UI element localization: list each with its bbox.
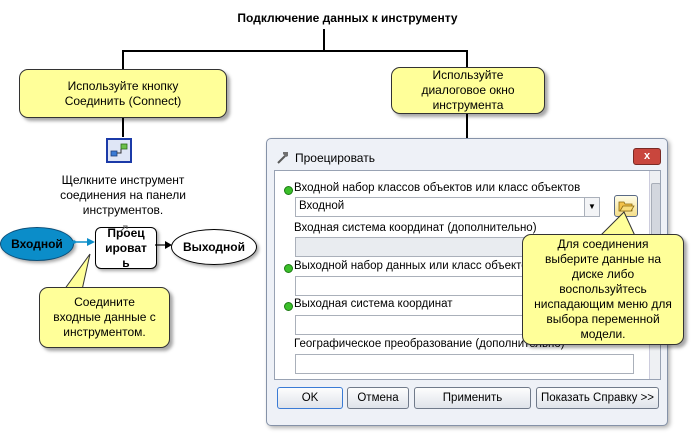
ok-button[interactable]: OK: [277, 387, 343, 409]
diagram-title: Подключение данных к инструменту: [237, 11, 458, 25]
callout-connect-input: Соедините входные данные с инструментом.: [39, 287, 170, 348]
input-features-combo[interactable]: Входной ▼: [295, 197, 600, 217]
required-indicator-icon: [284, 302, 293, 311]
output-data-ellipse[interactable]: Выходной: [171, 229, 257, 265]
connector-arrow-out: [155, 241, 172, 249]
callout-connect-input-text: Соедините входные данные с инструментом.: [53, 295, 156, 339]
tree-right-leg: [466, 50, 468, 67]
connector-right: [466, 113, 468, 139]
click-instruction: Щелкните инструмент соединения на панели…: [60, 173, 186, 217]
hammer-icon: [119, 225, 128, 233]
dialog-title: Проецировать: [295, 151, 375, 165]
dialog-title-text: Проецировать: [295, 151, 375, 165]
param-geo-transform-label: Географическое преобразование (дополните…: [294, 338, 565, 350]
tree-left-leg: [122, 50, 124, 69]
hammer-icon: [277, 152, 288, 164]
connector-left: [122, 117, 124, 137]
callout-tool-dialog-text: Используйте диалоговое окно инструмента: [421, 68, 515, 112]
param-output-cs-label: Выходная система координат: [294, 298, 453, 310]
input-features-value: Входной: [299, 200, 345, 212]
connect-tool-icon[interactable]: [106, 138, 132, 163]
callout-connect-button-text: Используйте кнопку Соединить (Connect): [64, 78, 182, 108]
callout-select-data: Для соединения выберите данные на диске …: [522, 234, 684, 345]
show-help-button[interactable]: Показать Справку >>: [536, 387, 659, 409]
project-tool-dialog: Проецировать x Входной набор классов объ…: [266, 138, 668, 426]
tree-stem: [323, 29, 325, 51]
project-tool-label: Проецировать: [105, 225, 147, 270]
connector-arrow-in: [72, 238, 95, 246]
connect-tool-glyph: [110, 143, 128, 157]
apply-button[interactable]: Применить: [414, 387, 531, 409]
param-input-features-label: Входной набор классов объектов или класс…: [294, 182, 581, 194]
tree-branch: [122, 50, 468, 52]
input-data-ellipse[interactable]: Входной: [0, 227, 74, 261]
input-data-label: Входной: [11, 237, 63, 251]
required-indicator-icon: [284, 186, 293, 195]
cancel-button[interactable]: Отмена: [347, 387, 409, 409]
callout-tool-dialog: Используйте диалоговое окно инструмента: [391, 67, 545, 114]
geo-transform-field[interactable]: [295, 354, 634, 374]
callout-connect-button: Используйте кнопку Соединить (Connect): [19, 69, 227, 118]
param-output-dataset-label: Выходной набор данных или класс объектов: [294, 260, 534, 272]
close-button[interactable]: x: [633, 148, 661, 165]
folder-open-icon: [618, 201, 635, 212]
callout-select-data-text: Для соединения выберите данные на диске …: [534, 237, 672, 341]
callout-pointer-bottom: [63, 253, 91, 291]
browse-folder-button[interactable]: [614, 195, 638, 217]
project-tool-box[interactable]: Проецировать: [95, 225, 157, 270]
required-indicator-icon: [284, 264, 293, 273]
output-data-label: Выходной: [182, 240, 246, 254]
param-input-cs-label: Входная система координат (дополнительно…: [294, 222, 537, 234]
chevron-down-icon[interactable]: ▼: [584, 198, 599, 216]
